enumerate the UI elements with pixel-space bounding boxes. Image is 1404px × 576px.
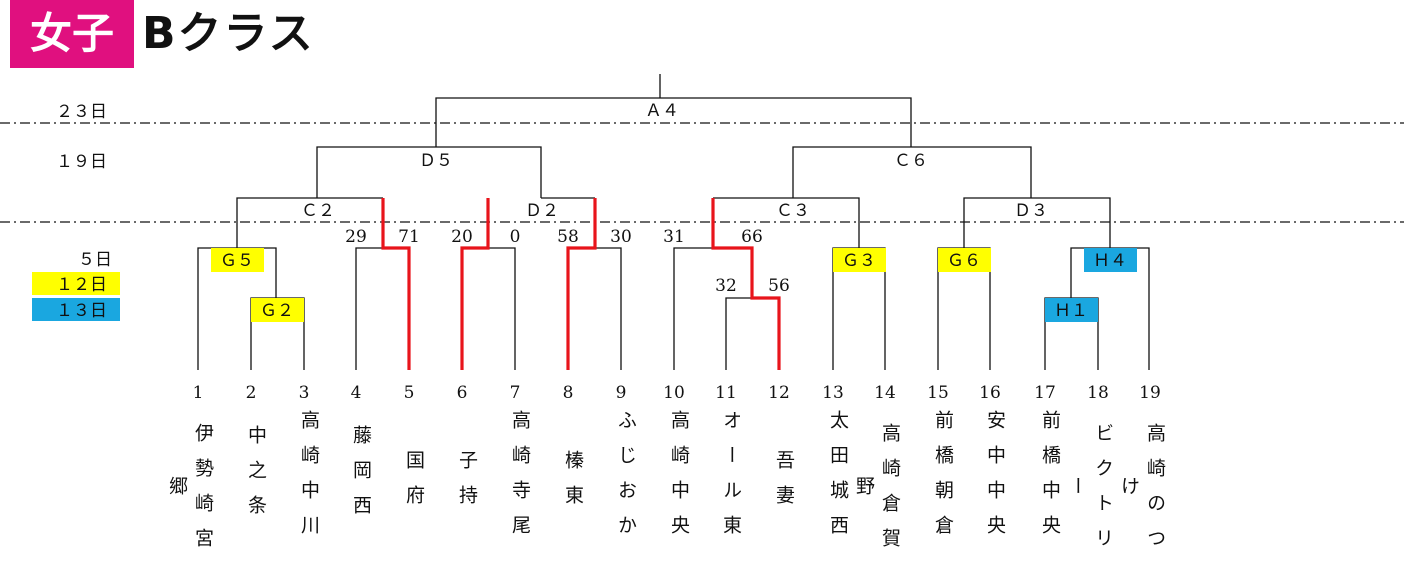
day5-label: ５日 [78, 250, 112, 270]
match-g2: Ｇ２ [260, 301, 294, 321]
category-tag: 女子 [10, 0, 134, 68]
g3-badge [833, 248, 886, 272]
day12-label: １２日 [56, 275, 107, 295]
match-h1: Ｈ１ [1054, 301, 1088, 321]
team-name: 高崎寺尾 [509, 410, 531, 550]
match-q1: Ｃ２ [301, 201, 335, 221]
match-semi-right: Ｃ６ [894, 151, 928, 171]
team-name: 前橋朝倉 [932, 410, 954, 550]
score-56: 56 [768, 276, 790, 296]
score-30: 30 [610, 227, 632, 247]
team-name: ビクトリー [1066, 423, 1114, 563]
semi-left-bg [412, 150, 460, 170]
team-number: 18 [1087, 383, 1109, 403]
team-name: 太田城西 [827, 410, 849, 550]
team-name: 高崎中央 [668, 410, 690, 550]
bracket-lines [197, 74, 1150, 370]
match-h4: Ｈ４ [1093, 251, 1127, 271]
q2-bg [518, 200, 566, 220]
team-number: 17 [1034, 383, 1056, 403]
match-semi-left: Ｄ５ [419, 151, 453, 171]
team-number: 19 [1139, 383, 1161, 403]
team-number: 10 [663, 383, 685, 403]
match-g5: Ｇ５ [220, 251, 254, 271]
score-0: 0 [510, 227, 521, 247]
day19-label: １９日 [56, 152, 107, 172]
team-name: 安中中央 [984, 410, 1006, 550]
q4-bg [1009, 200, 1053, 220]
team-number: 1 [193, 383, 204, 403]
q3-bg [771, 200, 815, 220]
q1-bg [296, 200, 340, 220]
h4-badge [1084, 248, 1137, 272]
day12-badge [32, 272, 120, 295]
h1-badge [1045, 298, 1098, 322]
team-name: 藤岡西 [350, 425, 372, 530]
team-number: 8 [563, 383, 574, 403]
match-q2: Ｄ２ [525, 201, 559, 221]
match-q3: Ｃ３ [776, 201, 810, 221]
score-20: 20 [451, 227, 473, 247]
score-31: 31 [663, 227, 685, 247]
team-number: 9 [616, 383, 627, 403]
team-name: 吾妻 [773, 450, 795, 520]
team-number: 5 [404, 383, 415, 403]
semi-right-bg [888, 150, 936, 170]
team-name: ふじおか [615, 410, 637, 550]
score-71: 71 [398, 227, 420, 247]
day23-label: ２３日 [56, 102, 107, 122]
team-name: 子持 [456, 450, 478, 520]
day13-badge [32, 298, 120, 321]
g5-badge [211, 248, 264, 272]
final-label-bg [640, 100, 684, 120]
team-name: 伊勢崎宮郷 [166, 423, 214, 563]
team-number: 3 [299, 383, 310, 403]
page-title: Bクラス [142, 8, 315, 59]
g6-badge [938, 248, 991, 272]
winner-paths [381, 198, 781, 370]
team-name: 高崎倉賀野 [853, 423, 901, 563]
match-g6: Ｇ６ [947, 251, 981, 271]
team-number: 15 [927, 383, 949, 403]
team-number: 2 [246, 383, 257, 403]
team-name: 高崎中川 [298, 410, 320, 550]
team-name: オール東 [720, 410, 742, 550]
score-29: 29 [345, 227, 367, 247]
score-66: 66 [741, 227, 763, 247]
team-number: 7 [510, 383, 521, 403]
team-number: 6 [457, 383, 468, 403]
score-32: 32 [715, 276, 737, 296]
team-number: 11 [715, 383, 737, 403]
match-g3: Ｇ３ [842, 251, 876, 271]
match-q4: Ｄ３ [1014, 201, 1048, 221]
match-final: Ａ４ [645, 101, 679, 121]
day13-label: １３日 [56, 301, 107, 321]
team-name: 高崎のつけ [1118, 423, 1166, 563]
score-58: 58 [557, 227, 579, 247]
team-name: 榛東 [562, 450, 584, 520]
team-number: 16 [979, 383, 1001, 403]
team-number: 4 [351, 383, 362, 403]
team-number: 13 [822, 383, 844, 403]
team-number: 12 [768, 383, 790, 403]
team-number: 14 [874, 383, 896, 403]
g2-badge [251, 298, 304, 322]
team-name: 前橋中央 [1039, 410, 1061, 550]
team-name: 国府 [403, 450, 425, 520]
team-name: 中之条 [245, 425, 267, 530]
